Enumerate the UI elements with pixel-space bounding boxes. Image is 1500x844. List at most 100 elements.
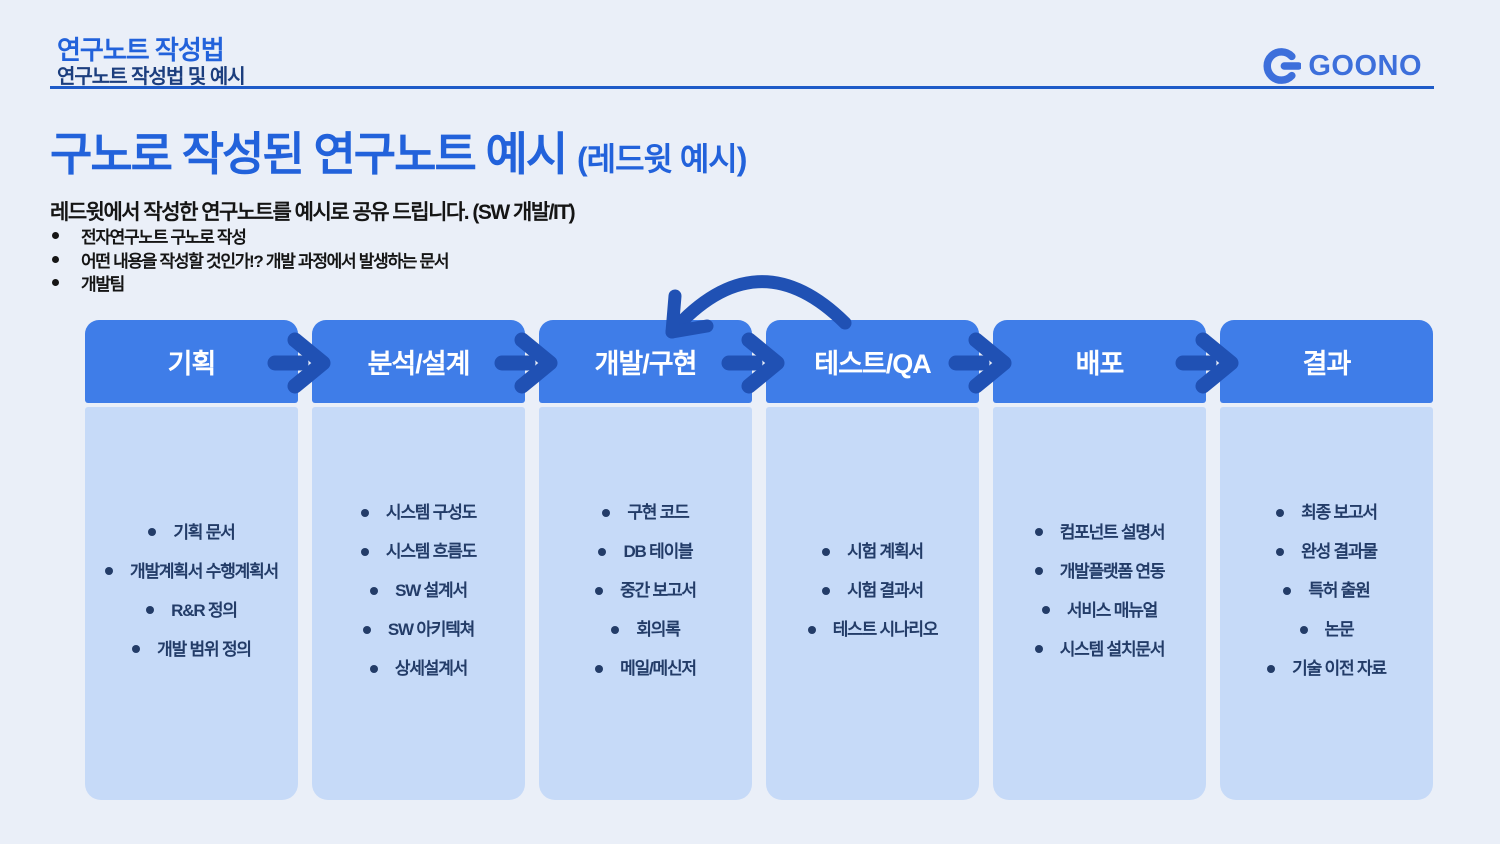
flow-item: 특허 출원 bbox=[1267, 580, 1386, 601]
flow-item-label: 구현 코드 bbox=[627, 503, 690, 522]
bullet-dot bbox=[1267, 664, 1276, 673]
bullet-dot bbox=[1276, 508, 1285, 517]
intro-bullet-label: 어떤 내용을 작성할 것인가!? 개발 과정에서 발생하는 문서 bbox=[81, 251, 450, 271]
flow-item: DB 테이블 bbox=[595, 541, 696, 562]
bullet-dot bbox=[595, 664, 604, 673]
flow-item-label: 시스템 설치문서 bbox=[1059, 639, 1166, 659]
intro-bullet: 어떤 내용을 작성할 것인가!? 개발 과정에서 발생하는 문서 bbox=[52, 248, 450, 272]
flow-item: 완성 결과물 bbox=[1267, 541, 1386, 562]
flow-item-label: SW 아키텍쳐 bbox=[387, 620, 475, 639]
flow-item-label: 완성 결과물 bbox=[1301, 542, 1378, 561]
flow-item-label: 중간 보고서 bbox=[620, 581, 697, 600]
feedback-curved-arrow-icon bbox=[665, 275, 852, 339]
bullet-dot bbox=[1276, 547, 1285, 556]
bullet-dot bbox=[807, 625, 816, 634]
bullet-dot bbox=[1041, 606, 1050, 614]
flow-item-label: SW 설계서 bbox=[395, 581, 468, 600]
bullet-dot bbox=[1034, 567, 1043, 575]
flow-item: 중간 보고서 bbox=[595, 580, 697, 601]
flow-item: 기술 이전 자료 bbox=[1267, 658, 1387, 679]
goono-logo: GOONO bbox=[1261, 46, 1422, 86]
flow-item-label: 시스템 흐름도 bbox=[385, 542, 477, 561]
flow-column-header: 개발/구현 bbox=[539, 320, 752, 403]
intro-bullet-label: 개발팀 bbox=[81, 275, 125, 295]
flow-item-label: R&R 정의 bbox=[171, 600, 238, 620]
flow-item-label: DB 테이블 bbox=[623, 542, 693, 561]
bullet-dot bbox=[1283, 586, 1292, 595]
bullet-dot bbox=[822, 586, 831, 595]
page-title-suffix: (레드윗 예시) bbox=[576, 141, 747, 177]
flow-item-label: 개발 범위 정의 bbox=[157, 639, 252, 659]
flow-arrow-right-icon bbox=[948, 332, 1012, 394]
flow-item: 상세설계서 bbox=[361, 658, 476, 679]
bullet-dot bbox=[370, 586, 379, 595]
intro-bullet: 전자연구노트 구노로 작성 bbox=[52, 224, 448, 248]
flow-item: 컴포넌트 설명서 bbox=[1034, 522, 1165, 543]
bullet-dot bbox=[611, 625, 620, 634]
page-title-main: 구노로 작성된 연구노트 예시 bbox=[50, 128, 568, 180]
flow-item-label: 최종 보고서 bbox=[1301, 503, 1378, 522]
flow-item-label: 개발플랫폼 연동 bbox=[1059, 561, 1166, 581]
intro-bullet-list: 전자연구노트 구노로 작성 어떤 내용을 작성할 것인가!? 개발 과정에서 발… bbox=[52, 224, 450, 295]
bullet-dot bbox=[146, 606, 155, 614]
flow-arrow-right-icon bbox=[1175, 332, 1239, 394]
flow-item-label: 시스템 구성도 bbox=[385, 503, 477, 522]
bullet-dot bbox=[602, 508, 611, 517]
bullet-dot bbox=[52, 279, 59, 287]
bullet-dot bbox=[132, 645, 141, 653]
flow-item: 메일/메신저 bbox=[595, 658, 697, 679]
flow-item-label: 테스트 시나리오 bbox=[832, 620, 939, 639]
flow-item: 논문 bbox=[1267, 619, 1386, 640]
bullet-dot bbox=[148, 528, 157, 536]
flow-item: 서비스 매뉴얼 bbox=[1035, 600, 1165, 621]
goono-logo-text: GOONO bbox=[1308, 49, 1422, 82]
flow-column-header: 기획 bbox=[85, 320, 298, 403]
flow-column-header: 배포 bbox=[993, 320, 1206, 403]
flow-arrow-right-icon bbox=[267, 332, 331, 394]
bullet-dot bbox=[369, 664, 378, 673]
flow-item: 테스트 시나리오 bbox=[807, 619, 939, 640]
bullet-dot bbox=[1034, 645, 1043, 653]
flow-item: 시스템 구성도 bbox=[360, 502, 477, 523]
flow-item: 시스템 설치문서 bbox=[1034, 639, 1166, 660]
flow-item-label: 시험 결과서 bbox=[847, 581, 924, 600]
bullet-dot bbox=[52, 232, 59, 240]
page-title: 구노로 작성된 연구노트 예시 (레드윗 예시) bbox=[50, 118, 747, 184]
flow-item: R&R 정의 bbox=[105, 600, 278, 621]
flow-arrow-right-icon bbox=[494, 332, 558, 394]
flow-column-header: 결과 bbox=[1220, 320, 1433, 403]
intro-bullet-label: 전자연구노트 구노로 작성 bbox=[81, 228, 247, 248]
bullet-dot bbox=[105, 567, 114, 575]
bullet-dot bbox=[595, 586, 604, 595]
flow-item: SW 설계서 bbox=[361, 580, 476, 601]
flow-item: 시험 결과서 bbox=[808, 580, 938, 601]
bullet-dot bbox=[598, 547, 607, 556]
bullet-dot bbox=[360, 508, 369, 517]
flow-item-label: 상세설계서 bbox=[394, 659, 468, 678]
flow-item: 시험 계획서 bbox=[808, 541, 938, 562]
header-title: 연구노트 작성법 bbox=[57, 35, 225, 65]
goono-logo-icon bbox=[1263, 48, 1302, 84]
flow-column-header: 테스트/QA bbox=[766, 320, 979, 403]
bullet-dot bbox=[360, 547, 369, 556]
flow-item: 개발플랫폼 연동 bbox=[1034, 561, 1166, 582]
flow-item-label: 메일/메신저 bbox=[620, 659, 697, 678]
